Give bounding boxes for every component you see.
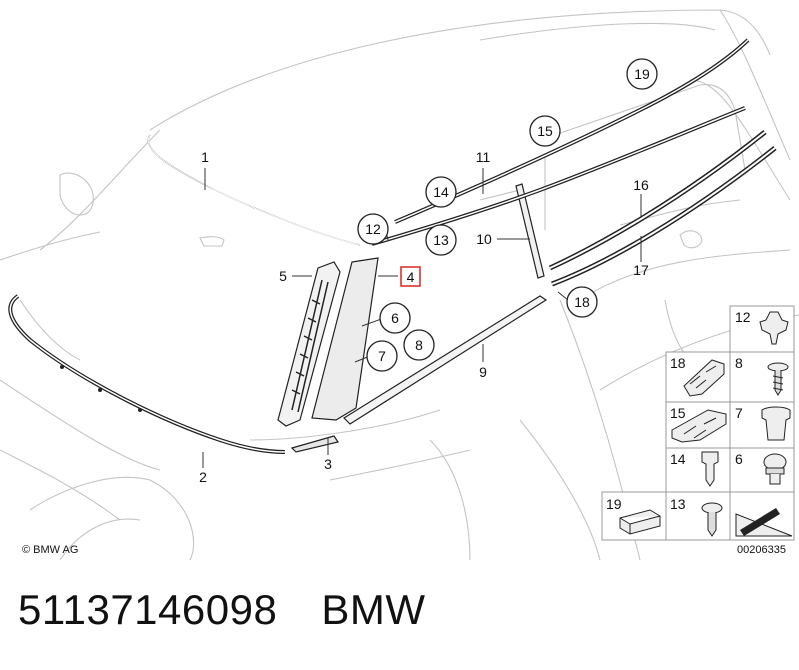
callout-15: 15 (537, 123, 553, 139)
part-number: 51137146098 (18, 586, 278, 633)
callout-5: 5 (279, 268, 287, 284)
callout-12: 12 (365, 221, 381, 237)
b-pillar-strip-10 (515, 183, 545, 279)
copyright-text: © BMW AG (22, 544, 78, 556)
legend-label-7: 7 (735, 405, 743, 421)
windshield-top-moulding-inner (147, 134, 361, 246)
leader-lines (202, 168, 642, 468)
callout-3: 3 (324, 456, 332, 472)
callout-4-highlight-box (400, 266, 421, 287)
legend-label-15: 15 (670, 405, 686, 421)
window-moulding-16 (548, 130, 767, 271)
window-moulding-17-inner (551, 147, 776, 285)
callout-1: 1 (201, 149, 209, 165)
roof-moulding-11-inner (371, 107, 746, 245)
parts-diagram: 1 2 3 5 9 10 11 16 17 4 19 15 14 12 13 6… (0, 9, 799, 560)
roof-rail-19-inner (394, 39, 749, 223)
callout-16: 16 (633, 177, 649, 193)
callout-9: 9 (479, 364, 487, 380)
lower-strip-3 (290, 435, 339, 453)
callout-10: 10 (476, 231, 492, 247)
callout-14: 14 (433, 184, 449, 200)
callout-6: 6 (391, 310, 399, 326)
a-pillar-cover-4 (311, 257, 379, 421)
bracket-15-icon (671, 409, 727, 443)
circled-callouts (357, 58, 658, 372)
fastener-legend: 12 18 8 15 7 14 6 19 13 (601, 305, 795, 541)
trim-wedge-arrow (740, 508, 780, 536)
pad-19-icon (619, 509, 661, 535)
a-pillar-trim-5 (277, 261, 341, 427)
callout-18: 18 (574, 294, 590, 310)
callout-17: 17 (633, 262, 649, 278)
window-moulding-16-inner (549, 131, 766, 269)
moulding-clips (60, 365, 142, 412)
callout-2: 2 (199, 469, 207, 485)
callout-11: 11 (476, 149, 491, 165)
windshield-top-moulding (147, 134, 361, 246)
diagram-number: 00206335 (737, 544, 786, 556)
callout-8: 8 (415, 337, 423, 353)
front-lower-moulding-inner (9, 295, 286, 453)
callout-19: 19 (634, 66, 650, 82)
legend-label-13: 13 (670, 496, 686, 512)
legend-label-12: 12 (735, 309, 751, 325)
front-lower-moulding (8, 294, 286, 454)
callout-4: 4 (407, 269, 415, 285)
a-pillar-trim-5-detail (291, 279, 329, 413)
legend-label-8: 8 (735, 355, 743, 371)
clip-6-icon (763, 453, 787, 485)
legend-label-6: 6 (735, 451, 743, 467)
clip-7-icon (761, 406, 791, 441)
clip-12-icon (759, 311, 789, 345)
caption: 51137146098 BMW (18, 586, 425, 634)
screw-13-icon (701, 502, 723, 537)
legend-label-19: 19 (606, 496, 622, 512)
brand-name: BMW (321, 586, 426, 633)
bracket-18-icon (683, 359, 725, 397)
legend-label-14: 14 (670, 451, 686, 467)
door-moulding-9 (343, 295, 548, 425)
screw-8-icon (767, 362, 789, 396)
window-moulding-17 (551, 146, 777, 287)
legend-label-18: 18 (670, 355, 686, 371)
callout-7: 7 (378, 348, 386, 364)
clip-14-icon (701, 451, 719, 487)
callout-13: 13 (433, 232, 449, 248)
